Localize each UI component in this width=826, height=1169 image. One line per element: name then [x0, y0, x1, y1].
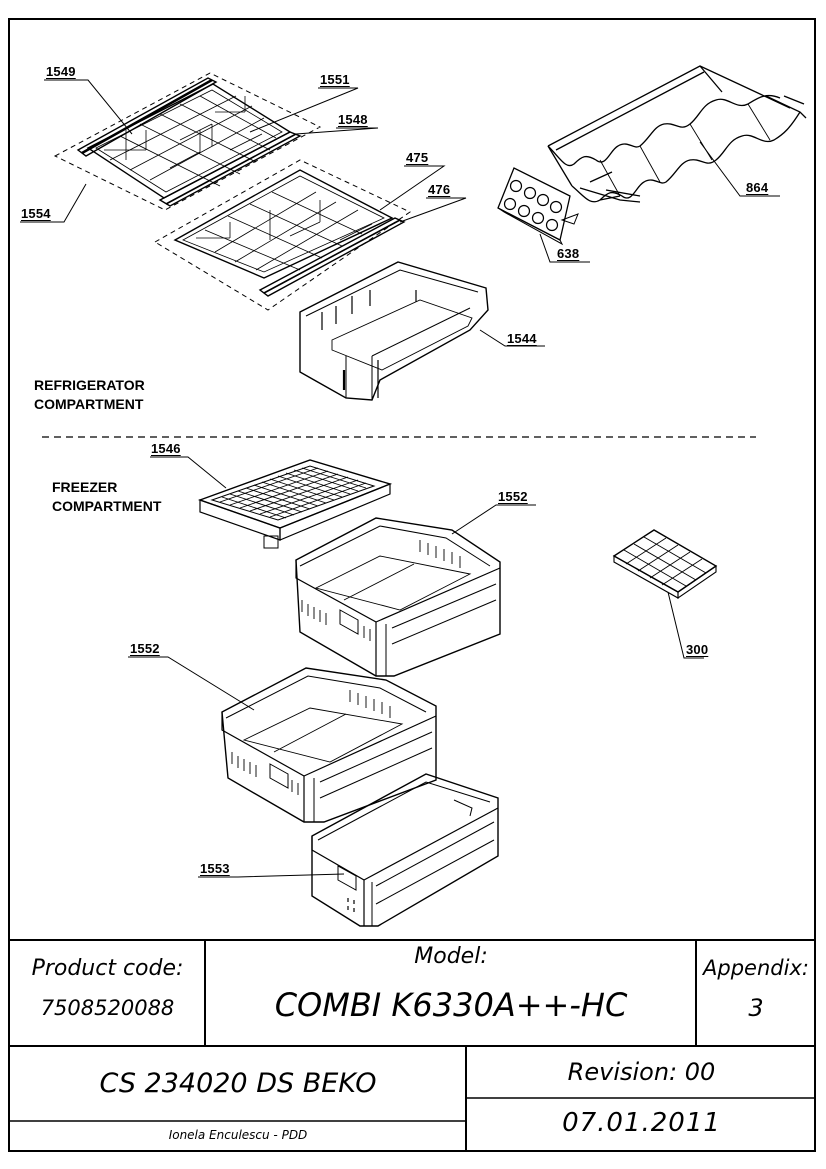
- part-label-638: 638: [557, 246, 580, 261]
- part-label-864: 864: [746, 180, 769, 195]
- part-label-1548: 1548: [338, 112, 368, 127]
- part-label-1551: 1551: [320, 72, 350, 87]
- model-label: Model:: [414, 944, 488, 969]
- part-label-476: 476: [428, 182, 451, 197]
- crisper-drawer: [299, 261, 489, 401]
- part-label-1553: 1553: [200, 861, 230, 876]
- part-label-1549: 1549: [46, 64, 76, 79]
- freezer-compartment-label: FREEZER COMPARTMENT: [52, 479, 162, 514]
- part-label-1554: 1554: [21, 206, 51, 221]
- freezer-drawer-upper: [295, 517, 501, 677]
- revision-date: 07.01.2011: [562, 1108, 721, 1138]
- appendix-value: 3: [748, 994, 764, 1022]
- author: Ionela Enculescu - PDD: [168, 1128, 308, 1142]
- drawing-frame: [8, 18, 816, 1152]
- product-code-value: 7508520088: [40, 996, 175, 1020]
- revision: Revision: 00: [567, 1058, 716, 1086]
- part-label-1552-lower: 1552: [130, 641, 160, 656]
- appendix-label: Appendix:: [703, 956, 809, 980]
- leader-lines: [20, 79, 780, 878]
- part-label-475: 475: [406, 150, 429, 165]
- document-number: CS 234020 DS BEKO: [99, 1068, 377, 1099]
- glass-shelf-upper: [53, 72, 322, 211]
- ice-cube-tray: [612, 529, 718, 600]
- title-block-lines: [8, 939, 816, 1152]
- part-label-1546: 1546: [151, 441, 181, 456]
- glass-shelf-lower: [154, 159, 411, 311]
- part-label-1544: 1544: [507, 331, 537, 346]
- egg-tray: [497, 167, 579, 246]
- model-value: COMBI K6330A++-HC: [274, 986, 628, 1024]
- part-label-1552-upper: 1552: [498, 489, 528, 504]
- refrigerator-compartment-label: REFRIGERATOR COMPARTMENT: [34, 377, 145, 412]
- freezer-drawer-lower: [221, 667, 437, 823]
- product-code-label: Product code:: [31, 956, 184, 981]
- wine-rack: [547, 65, 807, 203]
- freezer-drawer-bottom: [311, 773, 499, 927]
- freezer-flap-shelf: [197, 459, 393, 549]
- part-label-300: 300: [686, 642, 709, 657]
